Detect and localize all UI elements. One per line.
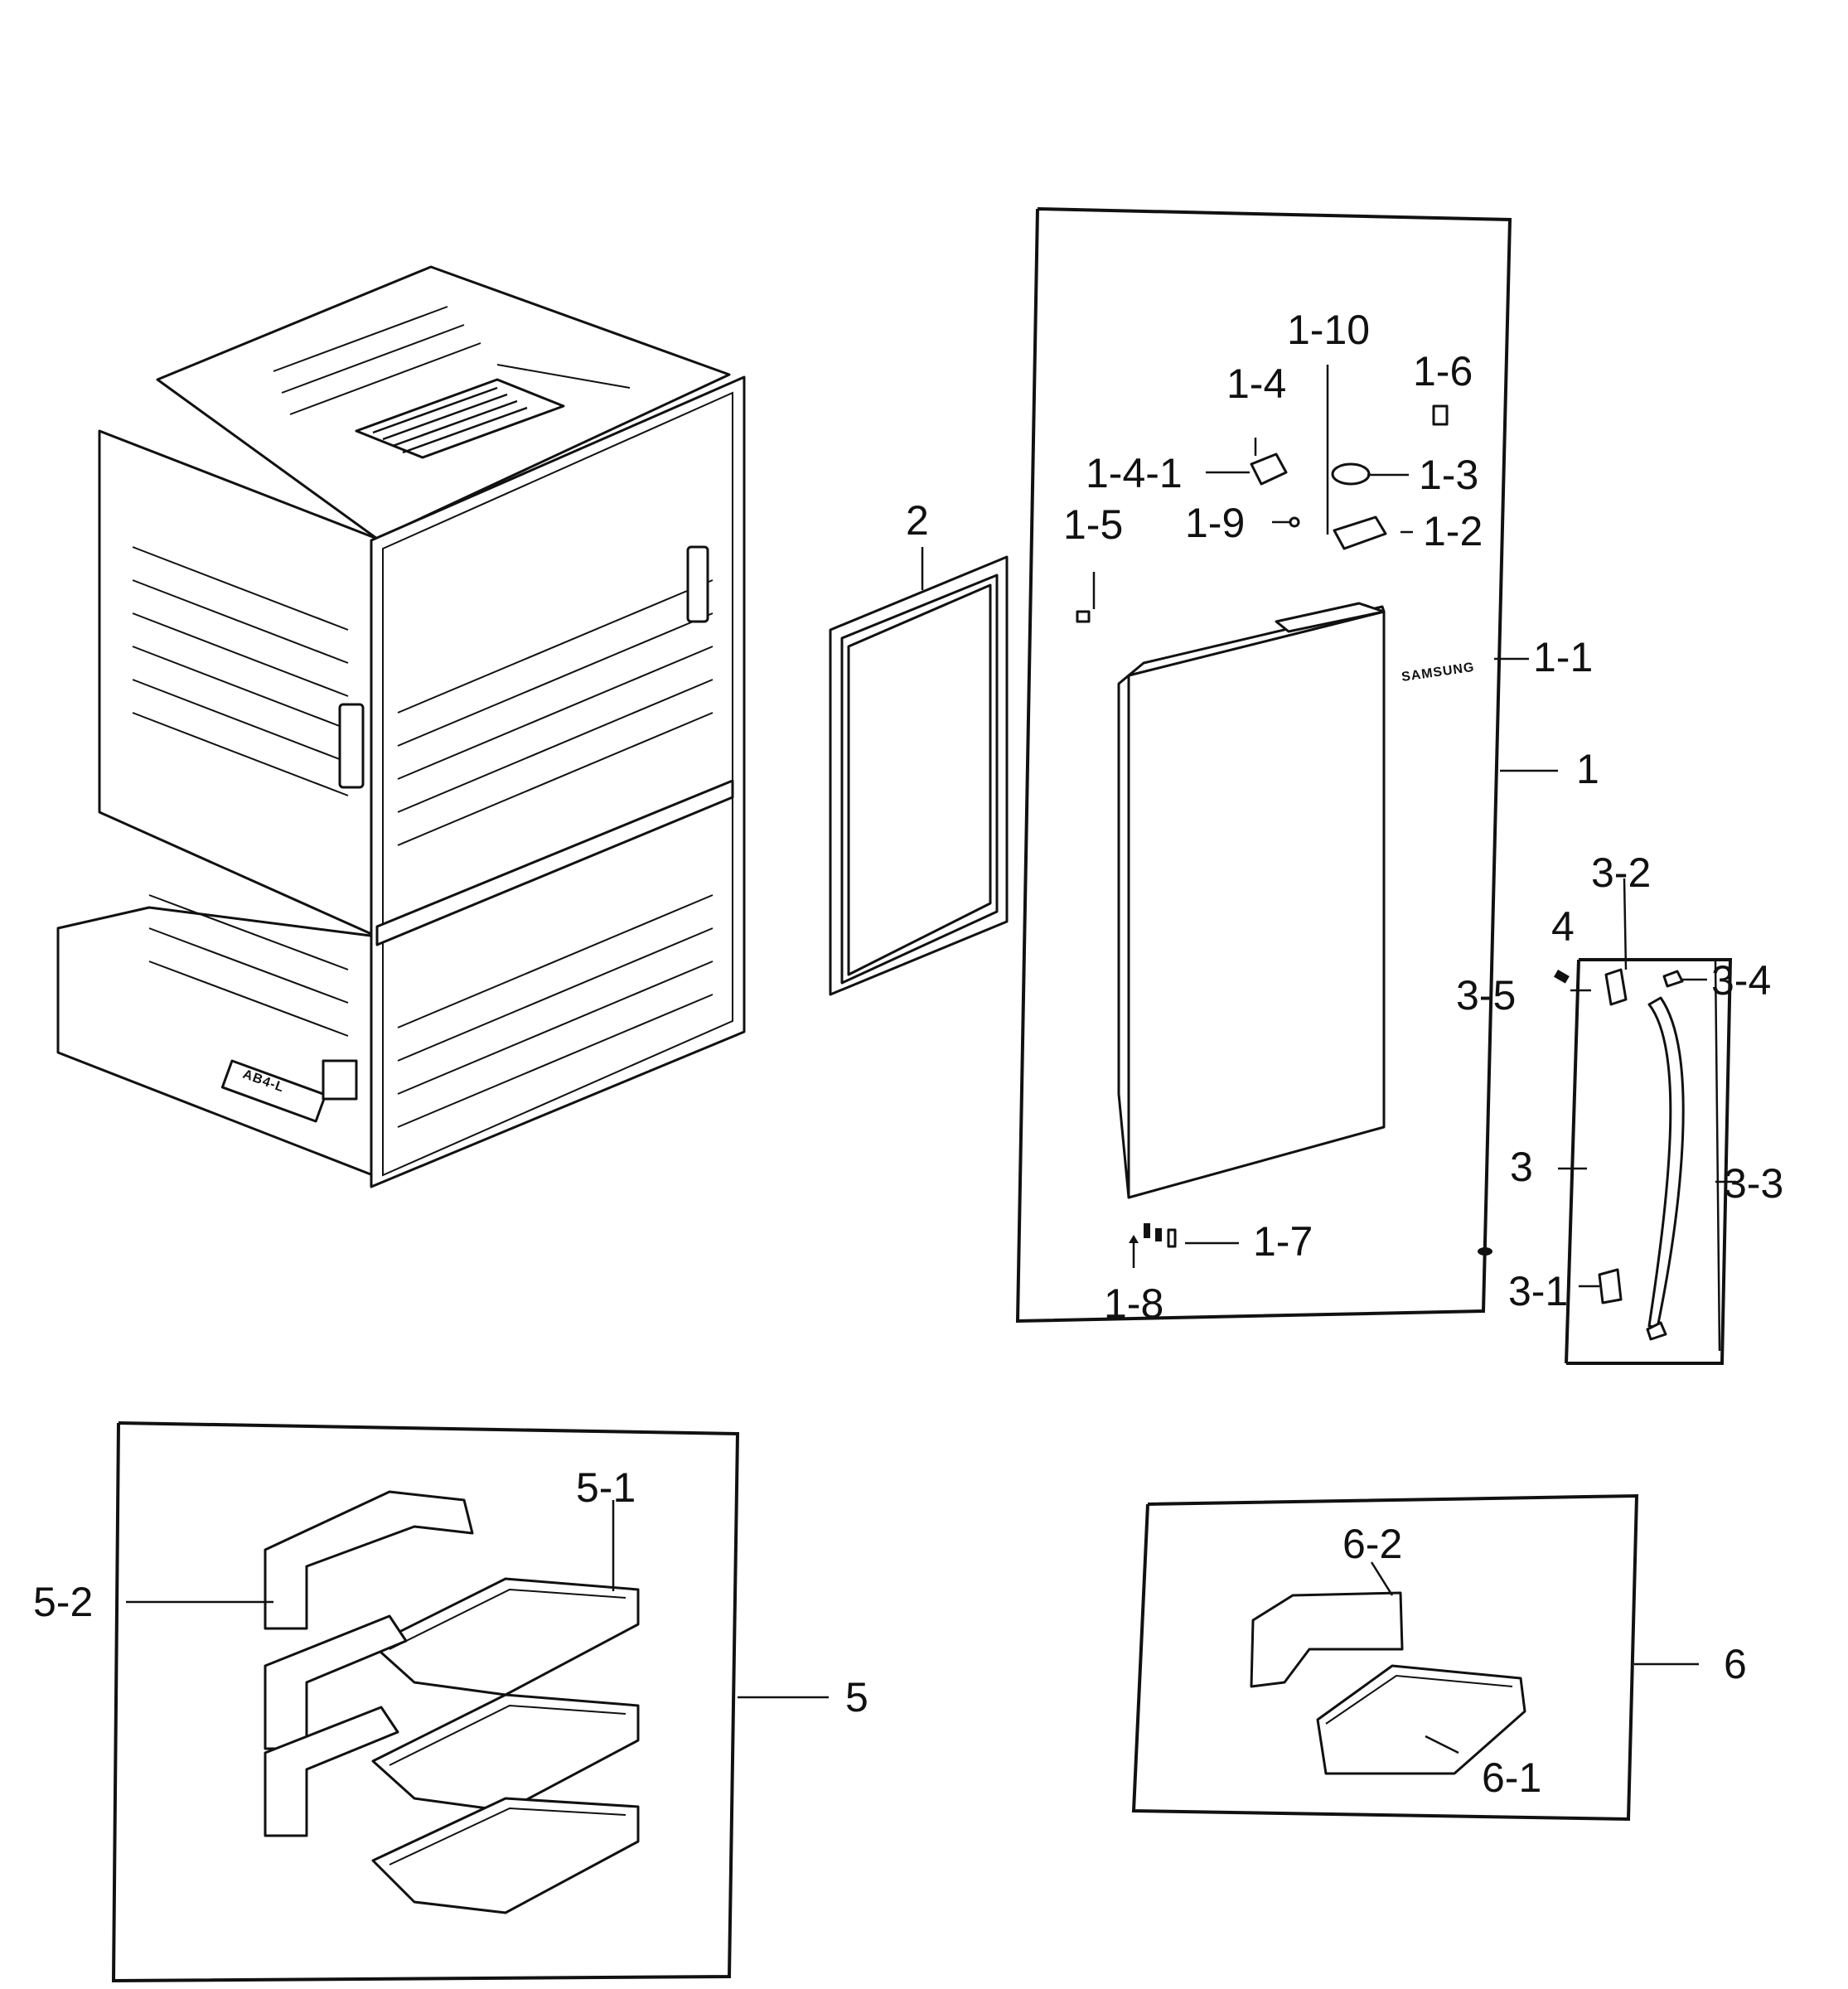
callout-3-2: 3-2 bbox=[1591, 849, 1651, 896]
samsung-logo-badge: SAMSUNG bbox=[1401, 661, 1475, 685]
callout-1-6: 1-6 bbox=[1413, 348, 1473, 394]
callout-5-1: 5-1 bbox=[576, 1464, 636, 1511]
callout-1-7: 1-7 bbox=[1253, 1218, 1313, 1265]
hinge-pin-part bbox=[1432, 404, 1449, 426]
door-bins-frame bbox=[111, 1421, 740, 1983]
hinge-cap-part bbox=[1331, 462, 1371, 486]
callout-6-1: 6-1 bbox=[1482, 1754, 1541, 1801]
handle-base-upper-part bbox=[1604, 968, 1628, 1006]
bottom-bin-frame bbox=[1131, 1493, 1639, 1822]
leader-lines bbox=[126, 438, 1736, 1754]
door-gasket bbox=[829, 555, 1009, 996]
handle-cap-part bbox=[1662, 970, 1684, 988]
door-bins bbox=[264, 1490, 640, 1914]
callout-1: 1 bbox=[1576, 746, 1599, 792]
side-ribs-lower bbox=[148, 894, 349, 1037]
fridge-interior-lines bbox=[397, 579, 714, 846]
handle-assembly-frame bbox=[1565, 958, 1733, 1365]
callout-3-1: 3-1 bbox=[1508, 1268, 1568, 1314]
callout-labels: 2 1 1-1 1-2 1-3 1-4 1-4-1 1-5 1-6 1-7 1-… bbox=[33, 307, 1783, 1801]
callout-1-4-1: 1-4-1 bbox=[1086, 450, 1183, 496]
hinge-bracket-part bbox=[1250, 452, 1288, 486]
callout-1-10: 1-10 bbox=[1287, 307, 1370, 353]
callout-3-5: 3-5 bbox=[1456, 972, 1516, 1019]
callout-6: 6 bbox=[1724, 1641, 1747, 1687]
handle-base-lower-part bbox=[1598, 1268, 1623, 1304]
handle-bar-part bbox=[1647, 996, 1685, 1329]
hinge-screw-part bbox=[1289, 516, 1300, 528]
callout-1-3: 1-3 bbox=[1419, 452, 1478, 498]
bottom-bin bbox=[1250, 1591, 1526, 1775]
callout-1-9: 1-9 bbox=[1185, 500, 1245, 546]
callout-5-2: 5-2 bbox=[33, 1579, 93, 1625]
freezer-interior-lines bbox=[397, 894, 714, 1128]
callout-1-2: 1-2 bbox=[1423, 508, 1483, 554]
callout-1-1: 1-1 bbox=[1533, 634, 1593, 680]
top-vent-grille bbox=[372, 386, 528, 454]
callout-4: 4 bbox=[1551, 903, 1575, 950]
top-ribs bbox=[273, 306, 631, 415]
refrigerator-cabinet: AB4-L bbox=[56, 265, 746, 1188]
door-assembly-frame bbox=[1015, 207, 1512, 1324]
callout-1-8: 1-8 bbox=[1104, 1280, 1163, 1327]
callout-6-2: 6-2 bbox=[1342, 1521, 1402, 1567]
side-ribs-upper bbox=[132, 546, 349, 796]
callout-3-4: 3-4 bbox=[1711, 957, 1771, 1004]
callout-3: 3 bbox=[1510, 1144, 1533, 1190]
fridge-door: SAMSUNG bbox=[1117, 602, 1475, 1199]
callout-2: 2 bbox=[906, 497, 929, 544]
upper-hinge-part bbox=[1333, 515, 1387, 550]
callout-3-3: 3-3 bbox=[1724, 1160, 1783, 1207]
callout-1-5: 1-5 bbox=[1063, 501, 1123, 548]
callout-1-4: 1-4 bbox=[1226, 361, 1286, 407]
handle-parts bbox=[1598, 968, 1685, 1341]
callout-5: 5 bbox=[845, 1674, 868, 1720]
door-stopper-part bbox=[1076, 610, 1091, 623]
